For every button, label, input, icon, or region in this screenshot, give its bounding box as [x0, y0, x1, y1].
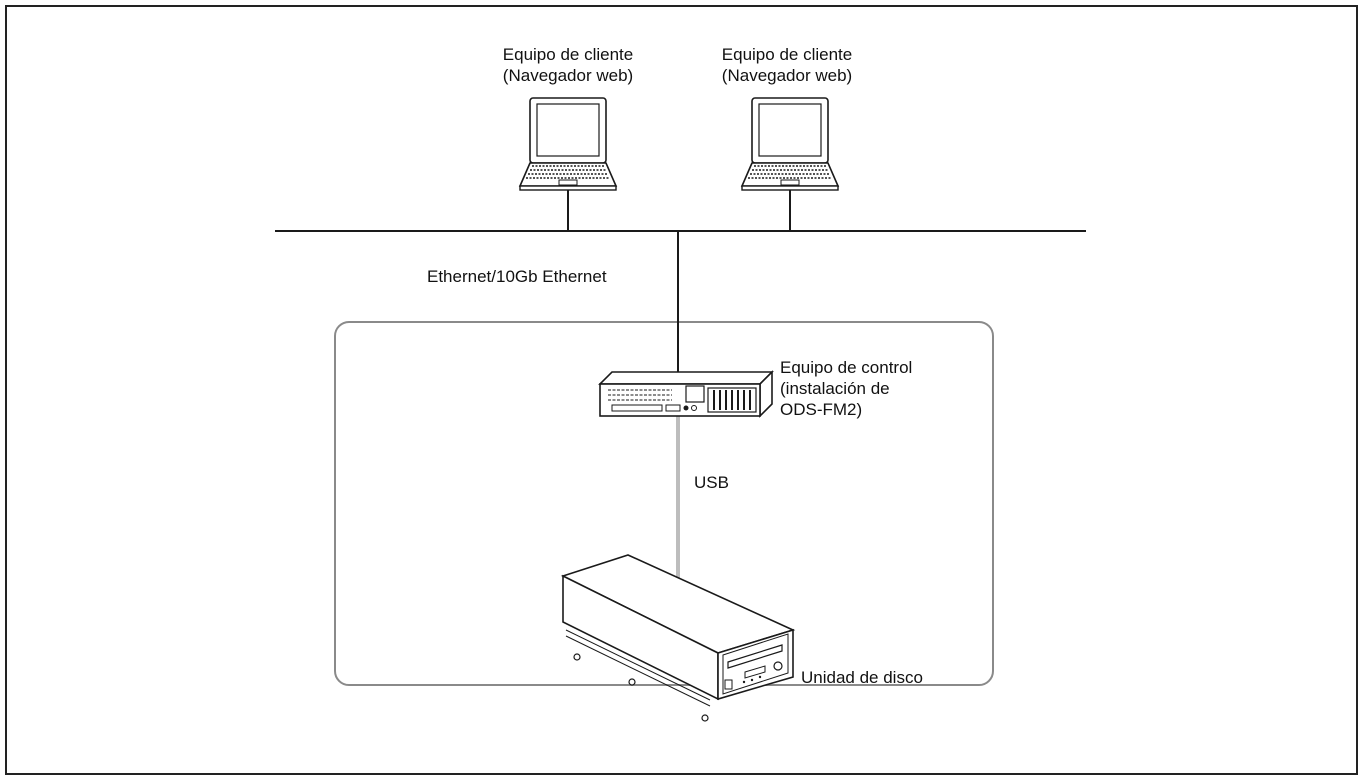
- disc-drive-unit-icon: [560, 554, 796, 722]
- client-computer-label: Equipo de cliente (Navegador web): [502, 45, 634, 85]
- client-computer-label: Equipo de cliente (Navegador web): [721, 45, 853, 85]
- disc-drive-label: Unidad de disco: [801, 668, 923, 687]
- usb-label: USB: [694, 473, 729, 492]
- laptop-icon: [518, 97, 618, 191]
- control-equipment-label: Equipo de control (instalación de ODS-FM…: [780, 358, 913, 419]
- network-label: Ethernet/10Gb Ethernet: [427, 267, 607, 286]
- rack-server-icon: [598, 370, 774, 418]
- control-group-box: [334, 321, 994, 686]
- network-diagram: [275, 97, 1086, 722]
- laptop-icon: [740, 97, 840, 191]
